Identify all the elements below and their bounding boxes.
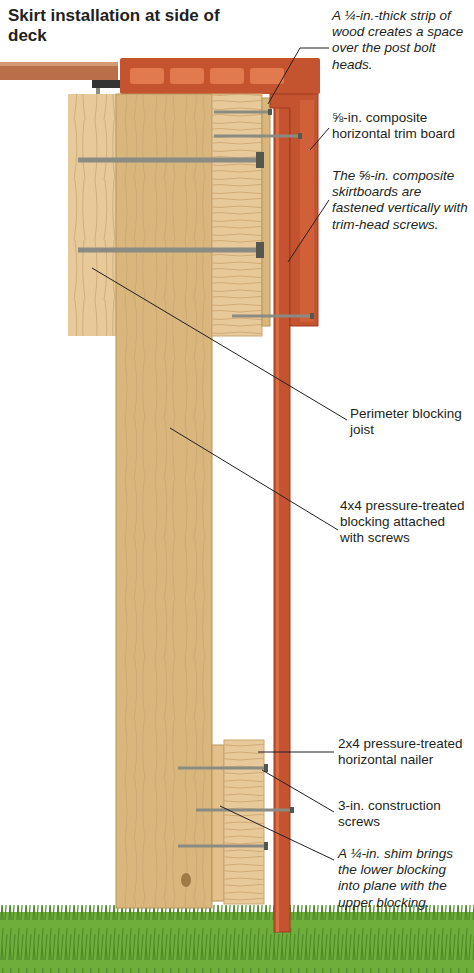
callout-label: 4x4 pressure-treated blocking attached w… — [340, 498, 470, 547]
callout-label: A ¼-in. shim brings the lower blocking i… — [338, 846, 470, 911]
callout-label: 2x4 pressure-treated horizontal nailer — [338, 736, 470, 768]
callout-label: 3-in. construction screws — [338, 798, 470, 830]
callout-label: Perimeter blocking joist — [350, 406, 468, 438]
callout-label: ⅝-in. composite horizontal trim board — [332, 110, 470, 142]
callout-label: A ¼-in.-thick strip of wood creates a sp… — [332, 8, 470, 73]
callout-label: The ⅝-in. composite skirtboards are fast… — [332, 168, 470, 233]
diagram-title: Skirt installation at side of deck — [8, 6, 238, 47]
